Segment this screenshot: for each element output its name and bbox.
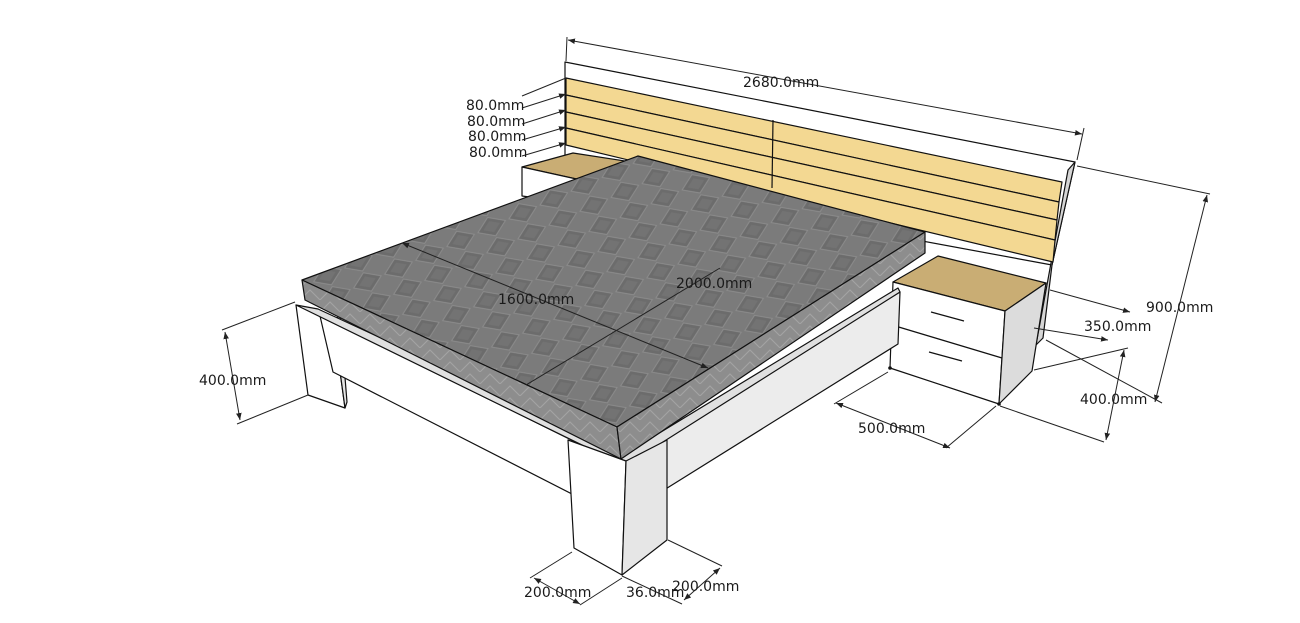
slat-2-label: 80.0mm — [467, 114, 525, 130]
headboard-width-label: 2680.0mm — [743, 75, 819, 91]
nightstand-height-label: 400.0mm — [1080, 392, 1147, 408]
bed-frame — [295, 287, 901, 576]
nightstand-depth-label: 350.0mm — [1084, 319, 1151, 335]
leg-depth-label: 200.0mm — [672, 579, 739, 595]
leg-width-label: 200.0mm — [524, 585, 591, 601]
mattress-width-label: 1600.0mm — [498, 292, 574, 308]
mattress-length-label: 2000.0mm — [676, 276, 752, 292]
dimension-lines — [221, 36, 1211, 606]
slat-3-label: 80.0mm — [468, 129, 526, 145]
nightstand-drawer-divider — [891, 324, 1003, 359]
front-leg-side — [621, 439, 668, 576]
nightstand-foot — [997, 402, 1001, 406]
top-drawer-handle — [930, 311, 965, 322]
headboard-height-label: 900.0mm — [1146, 300, 1213, 316]
headboard-slat-4 — [565, 127, 1056, 263]
front-leg-face — [567, 439, 627, 576]
mattress-right-side — [616, 231, 926, 460]
frame-height-label: 400.0mm — [199, 373, 266, 389]
slat-4-label: 80.0mm — [469, 145, 527, 161]
nightstand-width-label: 500.0mm — [858, 421, 925, 437]
dimension-labels: 2680.0mm 80.0mm 80.0mm 80.0mm 80.0mm 160… — [199, 75, 1213, 601]
nightstand-foot — [888, 366, 892, 370]
bottom-drawer-handle — [928, 351, 963, 362]
slat-1-label: 80.0mm — [466, 98, 524, 114]
right-nightstand-side — [998, 282, 1047, 405]
rail-thickness-label: 36.0mm — [626, 585, 684, 601]
headboard-side — [1035, 161, 1076, 346]
right-nightstand — [888, 255, 1047, 406]
